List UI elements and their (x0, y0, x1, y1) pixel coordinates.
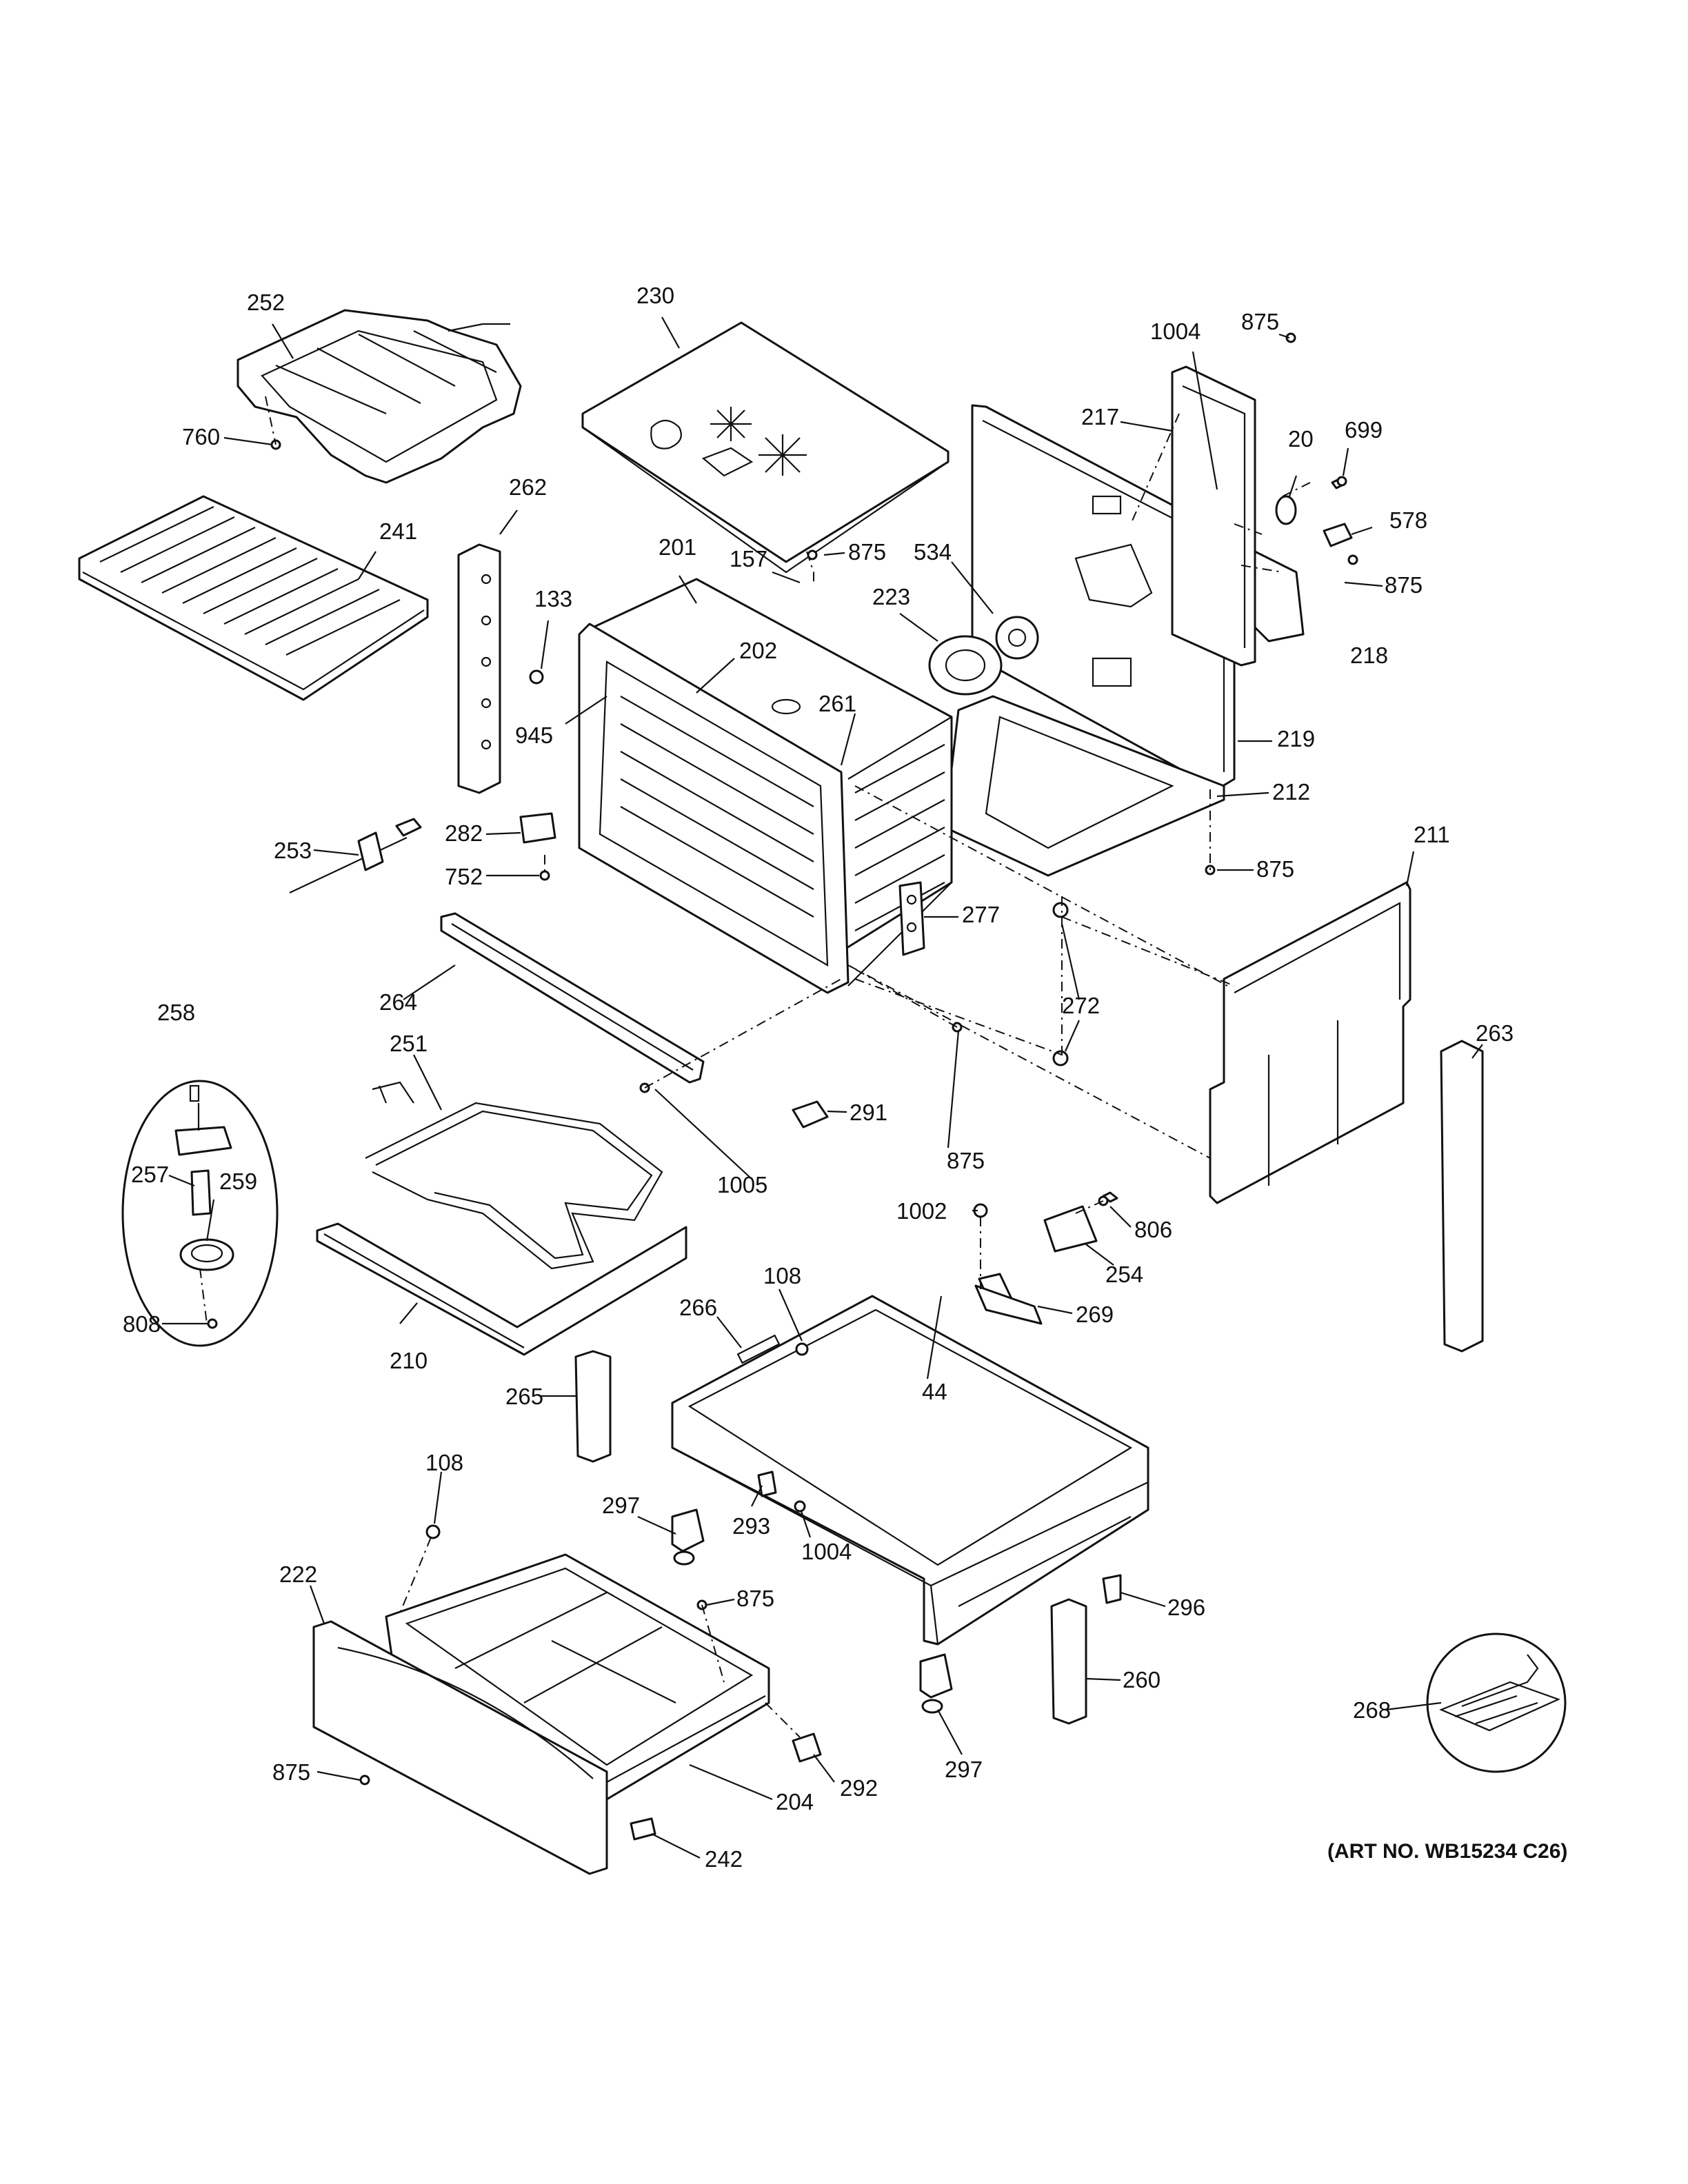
callout-806: 806 (1134, 1217, 1172, 1242)
side-trim-right-part (1440, 1040, 1484, 1353)
callout-252: 252 (247, 290, 285, 315)
callout-254: 254 (1105, 1262, 1143, 1287)
callout-534: 534 (914, 539, 952, 565)
callout-875: 875 (736, 1586, 774, 1611)
convection-fan-part (928, 616, 1039, 696)
oven-bottom-panel-part (316, 1222, 687, 1356)
side-trim-left-part (457, 543, 501, 794)
callout-264: 264 (379, 989, 417, 1015)
callout-296: 296 (1167, 1595, 1205, 1620)
callout-202: 202 (739, 638, 777, 663)
assembly-lines (199, 396, 1311, 1738)
callout-218: 218 (1350, 643, 1388, 668)
callout-1002: 1002 (896, 1198, 947, 1224)
rear-bracket-part (1171, 365, 1305, 667)
cooktop-glass-part (581, 321, 950, 574)
callout-211: 211 (1414, 822, 1450, 847)
callout-293: 293 (732, 1513, 770, 1539)
callout-44: 44 (922, 1379, 947, 1404)
callout-875: 875 (848, 539, 886, 565)
terminal-block-part (973, 1191, 1118, 1325)
oven-cavity-part (578, 578, 953, 994)
drawer-support-frame-part (671, 1295, 1149, 1646)
bake-element-part (365, 1081, 663, 1270)
thermostat-knob-part (1275, 477, 1353, 547)
callout-297: 297 (602, 1493, 640, 1518)
callout-1004: 1004 (801, 1539, 852, 1564)
callout-752: 752 (445, 864, 483, 889)
callout-1005: 1005 (717, 1172, 767, 1197)
callout-223: 223 (872, 584, 910, 609)
oven-light-assembly-detail (121, 1080, 279, 1347)
callout-157: 157 (730, 546, 767, 572)
callout-230: 230 (636, 283, 674, 308)
art-number-label: (ART NO. WB15234 C26) (1327, 1840, 1567, 1863)
light-socket-part (519, 669, 556, 881)
callout-257: 257 (131, 1162, 169, 1187)
callout-258: 258 (157, 1000, 195, 1025)
callout-1004: 1004 (1150, 318, 1200, 344)
callout-20: 20 (1288, 426, 1314, 452)
callout-260: 260 (1123, 1667, 1160, 1692)
hinge-pin-part (1052, 902, 1069, 1066)
callout-265: 265 (505, 1384, 543, 1409)
drawer-slide-left-part (574, 1350, 612, 1463)
callout-210: 210 (390, 1348, 428, 1373)
callout-272: 272 (1062, 993, 1100, 1018)
callout-945: 945 (515, 722, 553, 748)
callout-875: 875 (1385, 572, 1423, 598)
callout-268: 268 (1353, 1697, 1391, 1723)
callout-259: 259 (219, 1169, 257, 1194)
callout-242: 242 (705, 1846, 743, 1872)
igniter-bracket-detail (1426, 1632, 1567, 1773)
callout-108: 108 (425, 1450, 463, 1475)
leveling-leg-part (671, 1508, 953, 1714)
bracket-screw-part (757, 1470, 1122, 1604)
callout-204: 204 (776, 1789, 814, 1814)
storage-drawer-part (312, 1553, 770, 1875)
callout-212: 212 (1272, 779, 1310, 805)
leader-lines (162, 316, 1483, 1859)
callout-labels: 252 230 1004 875 760 217 20 699 262 578 … (123, 283, 1514, 1872)
broil-element-part (237, 309, 522, 484)
callout-277: 277 (962, 902, 1000, 927)
callout-263: 263 (1476, 1020, 1514, 1046)
callout-875: 875 (272, 1759, 310, 1785)
side-panel-part (1209, 881, 1411, 1204)
clip-part (792, 1100, 829, 1129)
callout-808: 808 (123, 1311, 161, 1337)
rear-panel-part (971, 404, 1236, 791)
callout-217: 217 (1081, 404, 1119, 429)
callout-875: 875 (1241, 309, 1279, 334)
callout-699: 699 (1345, 417, 1383, 443)
callout-292: 292 (840, 1775, 878, 1801)
callout-261: 261 (818, 691, 856, 716)
callout-269: 269 (1076, 1302, 1114, 1327)
callout-133: 133 (534, 586, 572, 611)
callout-253: 253 (274, 838, 312, 863)
callout-241: 241 (379, 518, 417, 544)
callout-282: 282 (445, 820, 483, 846)
callout-251: 251 (390, 1031, 428, 1056)
callout-578: 578 (1389, 507, 1427, 533)
callout-875: 875 (947, 1148, 985, 1173)
callout-291: 291 (850, 1100, 887, 1125)
callout-108: 108 (763, 1263, 801, 1288)
callout-219: 219 (1277, 726, 1315, 751)
oven-rack-part (78, 495, 429, 701)
callout-297: 297 (945, 1757, 983, 1782)
callout-201: 201 (659, 534, 696, 560)
temperature-sensor-part (289, 818, 422, 893)
hinge-receiver-part (898, 881, 925, 956)
front-rail-part (440, 912, 705, 1084)
drawer-slide-right-part (1050, 1598, 1087, 1725)
callout-222: 222 (279, 1561, 317, 1587)
callout-262: 262 (509, 474, 547, 500)
callout-875: 875 (1256, 856, 1294, 882)
callout-760: 760 (182, 424, 220, 449)
callout-266: 266 (679, 1295, 717, 1320)
